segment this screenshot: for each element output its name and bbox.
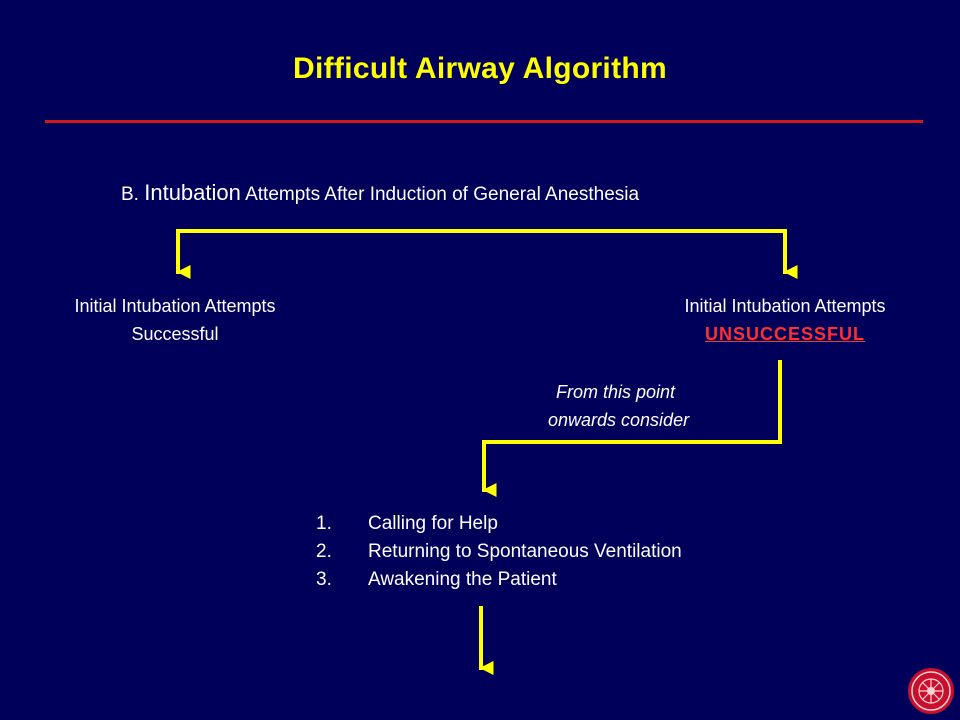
consider-connector — [482, 360, 782, 480]
title-divider — [45, 120, 923, 123]
section-letter: B. — [121, 184, 139, 205]
consider-note: From this point onwards consider — [520, 378, 790, 434]
section-heading: B. Intubation Attempts After Induction o… — [121, 180, 639, 206]
list-item-number: 1. — [316, 513, 332, 534]
node-successful-status: Successful — [131, 324, 219, 344]
node-unsuccessful-status: UNSUCCESSFUL — [704, 324, 865, 344]
list-item: 2. Returning to Spontaneous Ventilation — [316, 538, 682, 566]
slide-title: Difficult Airway Algorithm — [293, 52, 667, 85]
node-successful-label: Initial Intubation Attempts — [74, 296, 276, 316]
node-unsuccessful-label: Initial Intubation Attempts — [684, 296, 886, 316]
list-item-number: 3. — [316, 569, 332, 590]
node-successful: Initial Intubation Attempts Successful — [25, 292, 325, 348]
university-seal-icon — [908, 668, 954, 714]
section-emphasis: Intubation — [144, 180, 241, 205]
branch-connector — [176, 229, 787, 264]
list-item-text: Calling for Help — [368, 513, 498, 534]
steps-list: 1. Calling for Help 2. Returning to Sponta… — [316, 510, 682, 594]
list-item-text: Returning to Spontaneous Ventilation — [368, 541, 682, 562]
list-item-number: 2. — [316, 541, 332, 562]
section-rest: Attempts After Induction of General Anes… — [245, 184, 640, 205]
node-unsuccessful: Initial Intubation Attempts UNSUCCESSFUL — [635, 292, 935, 348]
consider-line-2: onwards consider — [548, 410, 690, 430]
list-item: 3. Awakening the Patient — [316, 566, 682, 594]
consider-line-1: From this point — [556, 382, 676, 402]
list-item-text: Awakening the Patient — [368, 569, 557, 590]
list-item: 1. Calling for Help — [316, 510, 682, 538]
